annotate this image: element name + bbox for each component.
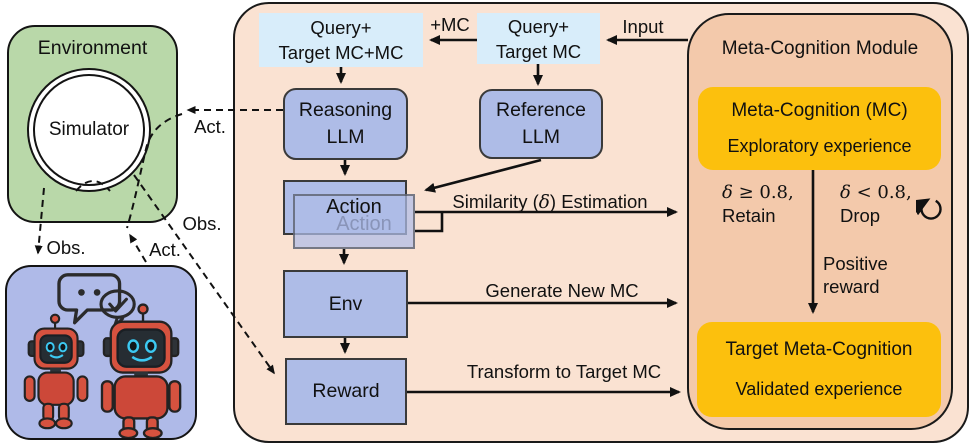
target-box-subtitle: Validated experience	[735, 378, 903, 399]
drop-condition: δ < 0.8, Drop	[840, 182, 912, 226]
act-label-bottom: Act.	[149, 239, 181, 260]
obs-label-bottom: Obs.	[46, 237, 86, 258]
retain-label: Retain	[722, 205, 776, 226]
simulator-circle: Simulator	[33, 74, 145, 186]
delta-symbol: δ	[538, 192, 550, 213]
positive-reward-label: Positive reward	[823, 253, 888, 297]
mc-box-title: Meta-Cognition (MC)	[731, 100, 908, 122]
query-target-mc-box: Query+ Target MC	[477, 13, 600, 64]
env-box: Env	[283, 270, 408, 338]
input-label: Input	[622, 16, 664, 37]
generate-new-mc-label: Generate New MC	[485, 280, 639, 301]
query-target-mc-mc-box: Query+ Target MC+MC	[259, 13, 423, 67]
delta-symbol: δ	[840, 182, 851, 203]
plus-mc-label: +MC	[430, 14, 470, 35]
robots-illustration	[23, 273, 182, 438]
meta-cognition-module-title: Meta-Cognition Module	[721, 38, 919, 59]
speech-bubble-icon	[57, 273, 122, 325]
reference-llm-box: Reference LLM	[479, 89, 603, 159]
obs-label-mid: Obs.	[182, 213, 222, 234]
action-label-faded: Action	[336, 213, 392, 235]
action-label: Action	[326, 196, 382, 218]
mc-box-subtitle: Exploratory experience	[727, 135, 912, 156]
reward-box: Reward	[285, 358, 407, 425]
robot-icon-left	[23, 313, 89, 430]
checkmark-bubble-icon	[99, 289, 136, 331]
similarity-estimation-label: Similarity (δ) Estimation	[452, 191, 648, 213]
reasoning-llm-box: Reasoning LLM	[283, 88, 408, 160]
target-meta-cognition-box: Target Meta-Cognition Validated experien…	[697, 322, 941, 417]
act-label-top: Act.	[194, 116, 226, 137]
drop-label: Drop	[840, 205, 881, 226]
simulator-label: Simulator	[48, 119, 130, 140]
action-box-front	[293, 194, 415, 249]
retain-condition: δ ≥ 0.8, Retain	[722, 182, 794, 226]
agent-box	[5, 265, 197, 440]
robot-icon-right	[100, 303, 182, 438]
environment-title: Environment	[37, 37, 148, 59]
refresh-icon	[916, 198, 942, 220]
meta-cognition-mc-box: Meta-Cognition (MC) Exploratory experien…	[698, 87, 941, 170]
transform-to-target-mc-label: Transform to Target MC	[466, 361, 662, 382]
target-box-title: Target Meta-Cognition	[725, 339, 913, 361]
delta-symbol: δ	[722, 182, 733, 203]
